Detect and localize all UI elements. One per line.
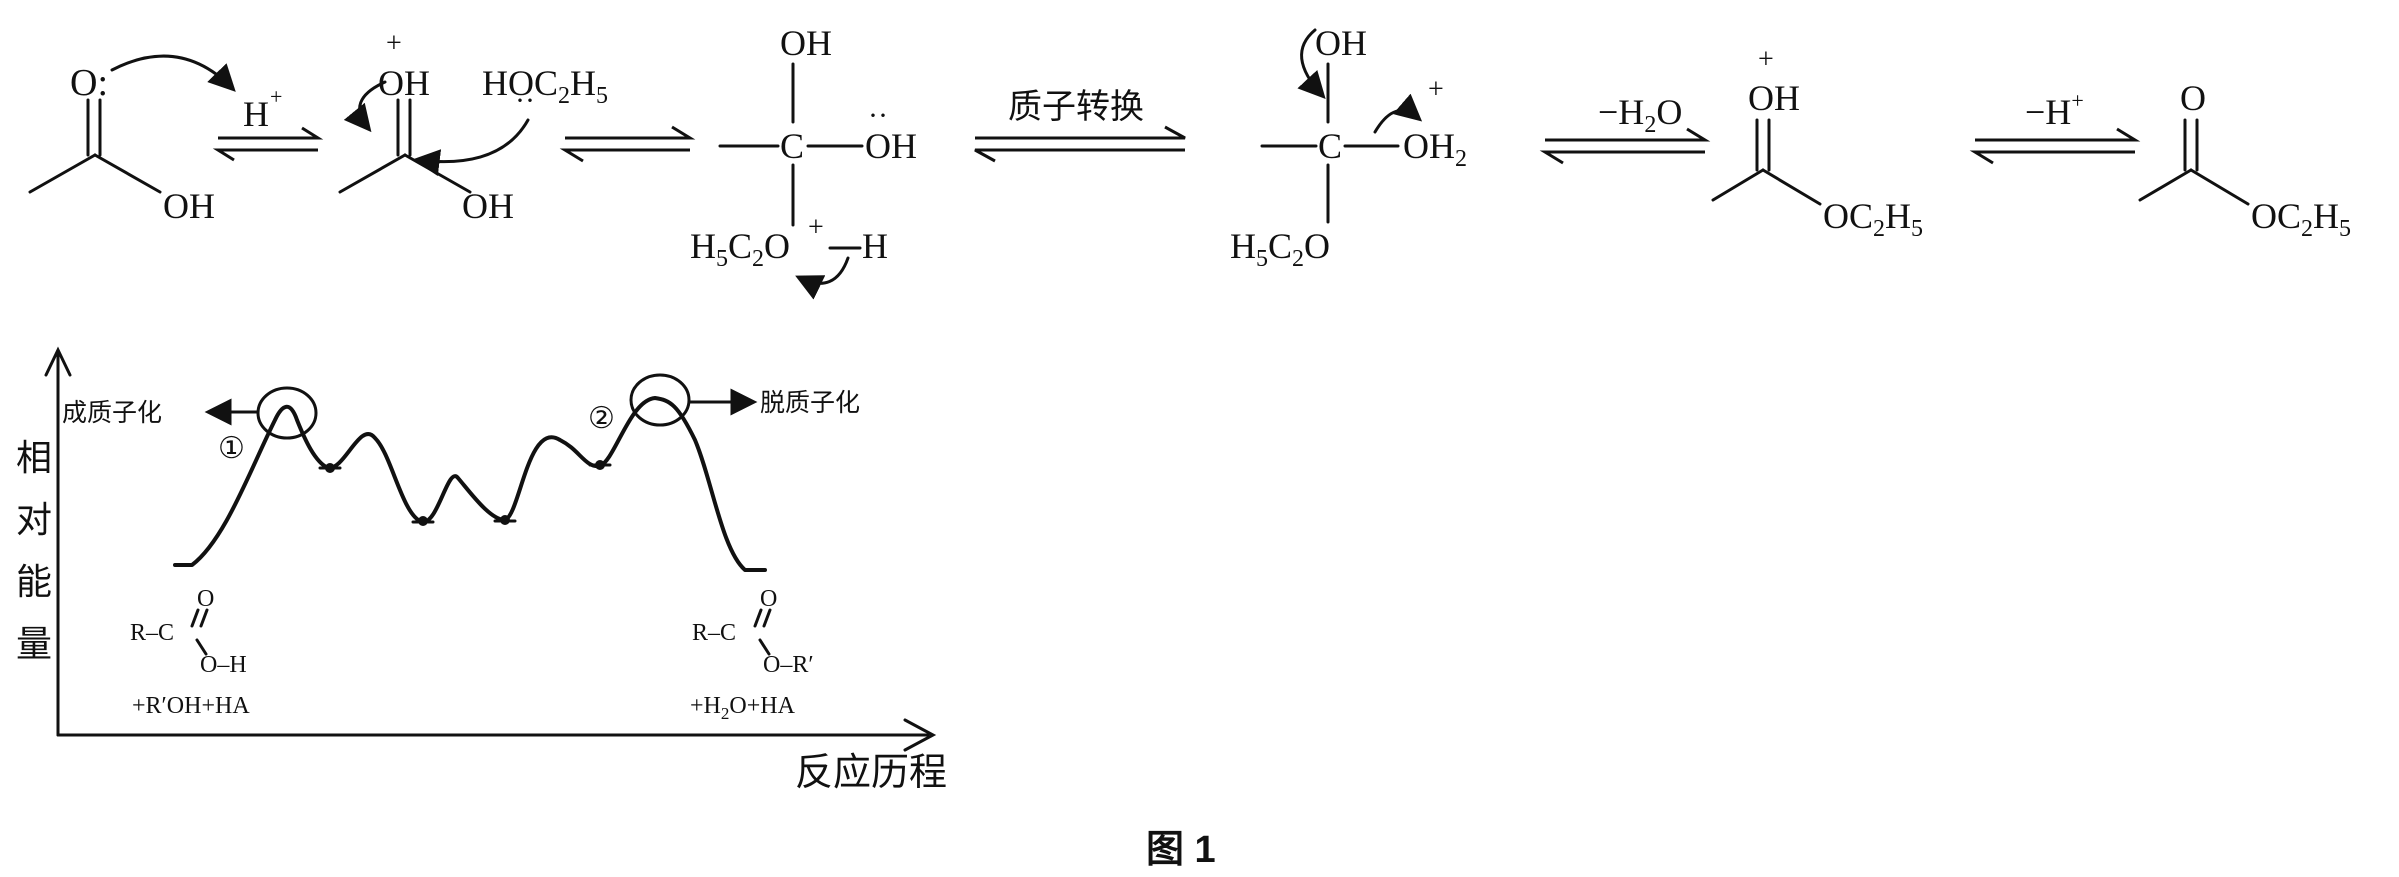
- curved-arrow: [412, 118, 530, 177]
- marker-1: ①: [218, 432, 245, 465]
- svg-text:+H2O+HA: +H2O+HA: [690, 693, 796, 723]
- hydroxyl-label: OH: [462, 186, 514, 226]
- carbonyl-oxygen: O:: [70, 62, 108, 104]
- svg-text:对: 对: [16, 499, 52, 540]
- hydroxyl-label: OH: [163, 186, 215, 226]
- curved-arrow: [343, 80, 387, 133]
- oxonium-hydrogen: H: [862, 226, 888, 266]
- curved-arrow: [1297, 28, 1326, 99]
- deprotonation-label: −H+: [2025, 88, 2084, 132]
- marker-2: ②: [588, 402, 615, 435]
- equilibrium-arrow-1: H +: [212, 84, 324, 162]
- curved-arrow: [1373, 93, 1423, 134]
- svg-text:O: O: [197, 586, 214, 612]
- oxonium-charge: +: [1758, 44, 1774, 75]
- oxonium-charge: +: [808, 212, 824, 243]
- oxonium-charge: +: [1428, 74, 1444, 105]
- svg-text:R–C: R–C: [130, 620, 174, 646]
- svg-text:量: 量: [16, 623, 52, 664]
- protonated-oh: OH: [378, 63, 430, 103]
- acetic-acid: O: OH: [28, 54, 236, 226]
- ethyloxonium-label: H5C2O: [690, 226, 790, 272]
- svg-text:相: 相: [16, 437, 52, 478]
- equilibrium-arrow-2: [559, 125, 696, 163]
- product-structure: O R–C O–R′ +H2O+HA: [690, 586, 814, 723]
- tetrahedral-intermediate: OH C ·· OH H5C2O + H: [690, 23, 917, 300]
- ethoxy-label: OC2H5: [1823, 196, 1923, 242]
- protonation-annotation: 成质子化: [62, 399, 162, 427]
- protonated-acid: + OH OH HOC2H5 ··: [338, 28, 608, 226]
- central-carbon: C: [1318, 126, 1342, 166]
- top-hydroxyl: OH: [1315, 23, 1367, 63]
- deprotonation-annotation: 脱质子化: [760, 389, 860, 417]
- x-axis-label: 反应历程: [795, 752, 947, 794]
- energy-curve: [173, 396, 767, 572]
- ethoxy-label: H5C2O: [1230, 226, 1330, 272]
- svg-text:能: 能: [16, 561, 52, 602]
- ethyl-acetate: O OC2H5: [2138, 78, 2351, 242]
- y-axis-arrowhead: [44, 346, 72, 377]
- ethanol-label: HOC2H5: [482, 63, 608, 109]
- proton-transfer-label: 质子转换: [1008, 88, 1144, 126]
- protonated-ester: + OH OC2H5: [1711, 44, 1923, 242]
- water-loss-label: −H2O: [1598, 92, 1682, 138]
- oxonium-charge: +: [386, 28, 402, 59]
- protonated-intermediate: OH C + OH2 H5C2O: [1230, 23, 1467, 272]
- x-axis-arrowhead: [903, 718, 937, 752]
- lone-pair: ··: [868, 99, 888, 132]
- reactant-structure: O R–C O–H +R′OH+HA: [130, 586, 250, 719]
- equilibrium-arrow-3: 质子转换: [974, 88, 1186, 163]
- transition-state-circle-1: [256, 386, 318, 440]
- curved-arrow: [110, 54, 236, 92]
- right-hydroxyl: OH: [865, 126, 917, 166]
- svg-text:O: O: [760, 586, 777, 612]
- proton-label: H: [243, 94, 269, 134]
- ethoxy-label: OC2H5: [2251, 196, 2351, 242]
- transition-state-circle-2: [629, 373, 691, 427]
- carbonyl-oxygen: O: [2180, 78, 2206, 118]
- curved-arrow: [795, 256, 850, 300]
- figure-caption: 图 1: [1146, 829, 1216, 871]
- lone-pair: ··: [515, 84, 535, 117]
- proton-charge: +: [270, 84, 282, 109]
- svg-text:O–R′: O–R′: [763, 652, 814, 678]
- top-hydroxyl: OH: [780, 23, 832, 63]
- central-carbon: C: [780, 126, 804, 166]
- equilibrium-arrow-4: −H2O: [1539, 92, 1711, 165]
- svg-text:+R′OH+HA: +R′OH+HA: [132, 693, 250, 719]
- svg-text:O–H: O–H: [200, 652, 247, 678]
- water-leaving-group: OH2: [1403, 126, 1467, 172]
- energy-profile: 相 对 能 量 反应历程 成质子化 ① 脱质子化 ② O R–: [16, 346, 947, 794]
- svg-text:R–C: R–C: [692, 620, 736, 646]
- protonated-carbonyl: OH: [1748, 78, 1800, 118]
- equilibrium-arrow-5: −H+: [1969, 88, 2141, 165]
- y-axis-label: 相 对 能 量: [16, 437, 52, 664]
